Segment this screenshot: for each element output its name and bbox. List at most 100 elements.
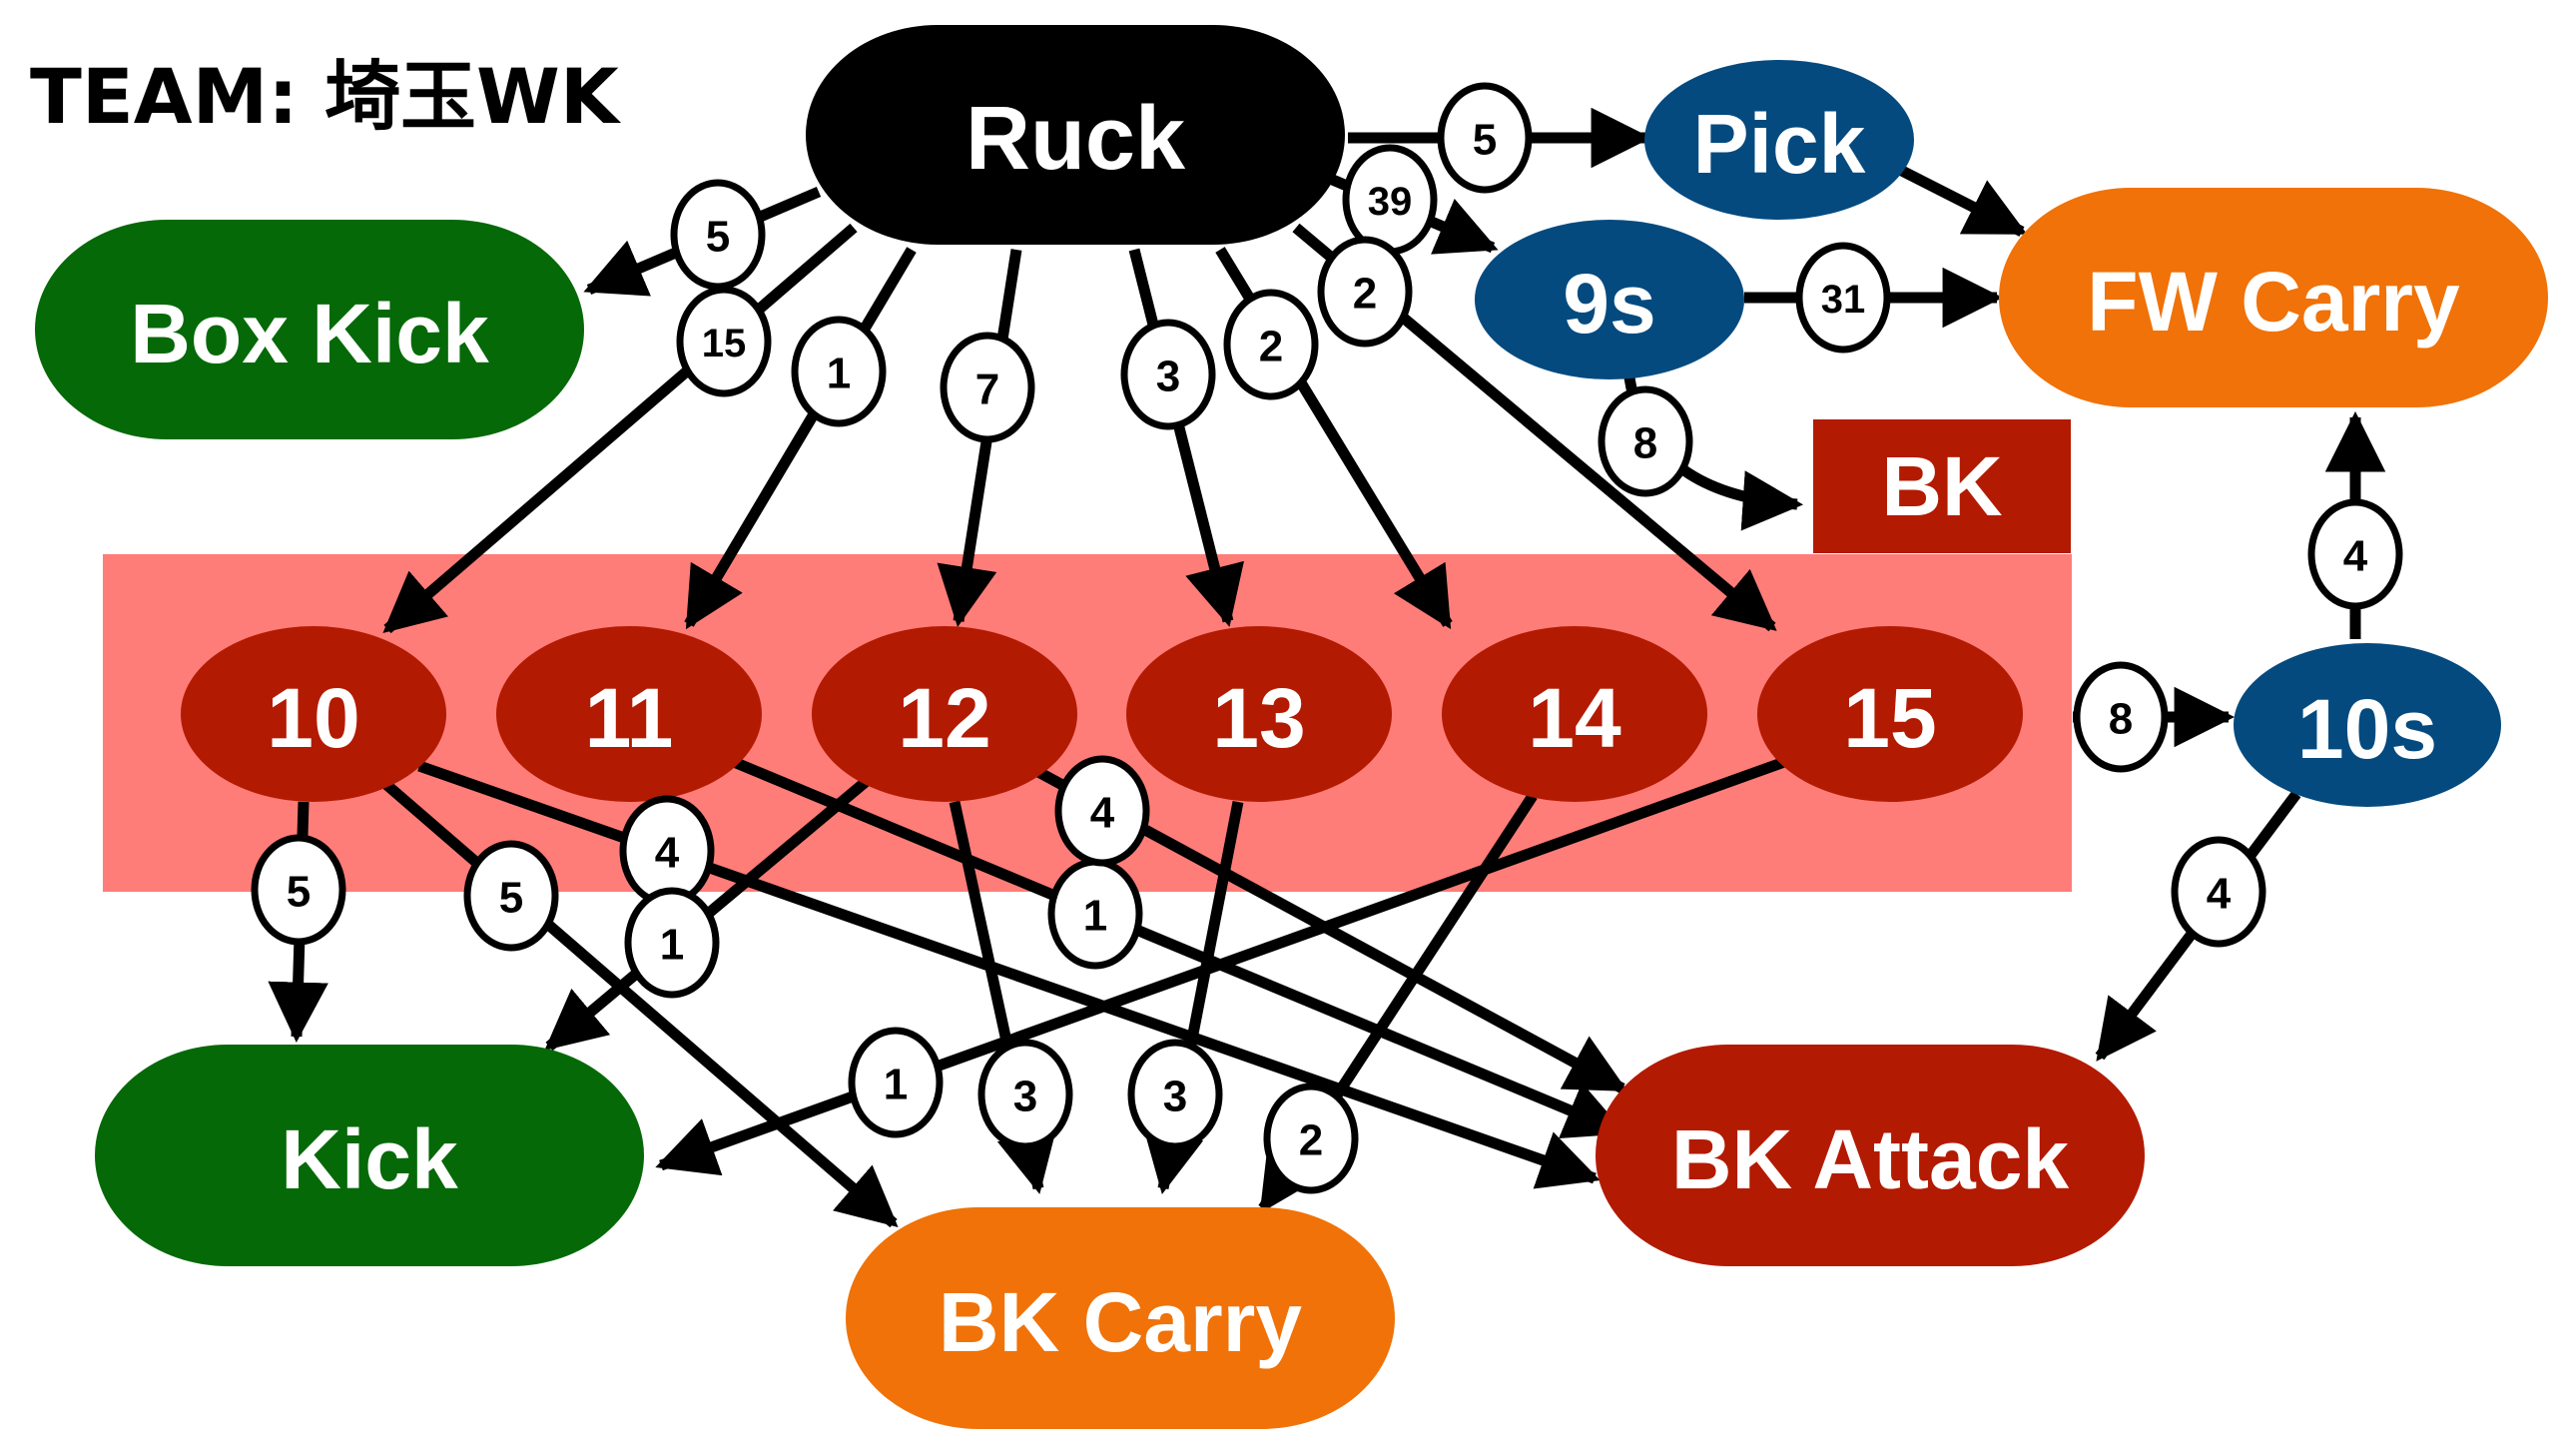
edge-count-badge: 7 [940, 332, 1035, 443]
badge-count: 5 [287, 868, 311, 917]
node-shape [1644, 60, 1914, 220]
node-shape [496, 626, 762, 802]
node-shape [846, 1207, 1395, 1429]
badge-count: 2 [1299, 1116, 1323, 1165]
badge-count: 2 [1259, 323, 1283, 371]
badge-count: 2 [1353, 270, 1377, 319]
badge-circle [1437, 82, 1533, 194]
node-label: 11 [585, 671, 674, 765]
badge-circle [848, 1027, 944, 1138]
node-pick: Pick [1644, 60, 1914, 220]
node-label: Kick [281, 1112, 458, 1206]
edge-count-badge: 1 [791, 316, 887, 427]
badge-count: 4 [2207, 870, 2232, 919]
node-p10: 10 [181, 626, 446, 802]
node-label: 9s [1563, 257, 1655, 351]
node-label: Box Kick [130, 287, 489, 380]
node-label: BK Carry [939, 1275, 1302, 1369]
edge-count-badge: 8 [1598, 385, 1693, 497]
node-p12: 12 [812, 626, 1077, 802]
edge-arrow-ruck-to-p10 [382, 223, 858, 634]
edge-count-badge: 5 [251, 834, 346, 946]
node-boxkick: Box Kick [35, 220, 584, 439]
badge-circle [2171, 836, 2266, 948]
node-label: 10s [2297, 682, 2437, 776]
badge-count: 3 [1163, 1073, 1187, 1121]
badge-count: 8 [2109, 695, 2133, 744]
node-label: 10 [267, 671, 359, 765]
badge-count: 1 [1083, 892, 1107, 941]
badge-count: 31 [1821, 278, 1866, 322]
node-label: 13 [1212, 671, 1305, 765]
node-tens: 10s [2234, 643, 2501, 807]
node-label: 14 [1528, 671, 1621, 765]
node-shape [1475, 220, 1744, 379]
badge-count: 4 [2343, 532, 2368, 581]
badge-count: 4 [655, 829, 680, 878]
edge-count-badge: 2 [1317, 236, 1413, 348]
badge-count: 1 [827, 350, 851, 398]
node-p13: 13 [1126, 626, 1392, 802]
edge-count-badge: 1 [624, 887, 720, 999]
node-label: Ruck [966, 89, 1186, 189]
edge-count-badge: 4 [619, 795, 715, 907]
edge-count-badge: 1 [1047, 858, 1143, 970]
node-label: BK Attack [1671, 1112, 2070, 1206]
edge-count-badge: 5 [670, 179, 766, 291]
edge-count-badge: 3 [1120, 319, 1216, 430]
edge-arrow-p11-to-bkattack [731, 756, 1626, 1138]
badge-circle [1127, 1039, 1223, 1150]
badge-count: 3 [1013, 1073, 1037, 1121]
badge-circle [2307, 498, 2403, 610]
bk-box [1813, 419, 2071, 553]
node-shape [806, 25, 1345, 245]
node-shape [1596, 1045, 2145, 1266]
node-shape [95, 1045, 644, 1266]
edge-count-badge: 2 [1263, 1083, 1359, 1194]
badge-circle [251, 834, 346, 946]
edge-count-badge: 15 [676, 286, 772, 397]
node-label: 12 [898, 671, 990, 765]
edge-count-badge: 4 [2307, 498, 2403, 610]
node-ruck: Ruck [806, 25, 1345, 245]
badge-circle [791, 316, 887, 427]
badge-count: 5 [1473, 116, 1497, 165]
node-fwcarry: FW Carry [1999, 188, 2548, 407]
node-p11: 11 [496, 626, 762, 802]
badge-count: 8 [1633, 419, 1657, 468]
node-shape [1126, 626, 1392, 802]
edge-count-badge: 1 [848, 1027, 944, 1138]
edge-count-badge: 5 [1437, 82, 1533, 194]
badge-circle [2073, 661, 2169, 773]
edge-count-badge: 39 [1342, 144, 1438, 256]
badge-count: 5 [706, 213, 730, 262]
node-bkattack: BK Attack [1596, 1045, 2145, 1266]
bk-box-label: BK [1881, 439, 2002, 533]
node-label: Pick [1693, 97, 1866, 191]
badge-circle [1795, 242, 1891, 354]
edge-count-badge: 4 [2171, 836, 2266, 948]
edge-arrow-p10-to-bkcarry [379, 777, 899, 1228]
badge-count: 7 [975, 365, 999, 414]
badge-circle [1223, 289, 1319, 400]
edge-arrow-p15-to-kick [655, 755, 1789, 1176]
badge-count: 15 [702, 322, 747, 365]
badge-circle [624, 887, 720, 999]
badge-circle [1054, 755, 1150, 867]
edge-count-badge: 3 [977, 1039, 1073, 1150]
node-shape [812, 626, 1077, 802]
edge-count-badge: 8 [2073, 661, 2169, 773]
edge-count-badge: 31 [1795, 242, 1891, 354]
node-p14: 14 [1442, 626, 1707, 802]
edge-count-badge: 5 [463, 840, 559, 952]
edge-count-badge: 4 [1054, 755, 1150, 867]
badge-count: 39 [1368, 180, 1413, 224]
badge-circle [1120, 319, 1216, 430]
node-shape [2234, 643, 2501, 807]
node-p15: 15 [1757, 626, 2023, 802]
node-shape [181, 626, 446, 802]
badge-count: 1 [660, 921, 684, 970]
